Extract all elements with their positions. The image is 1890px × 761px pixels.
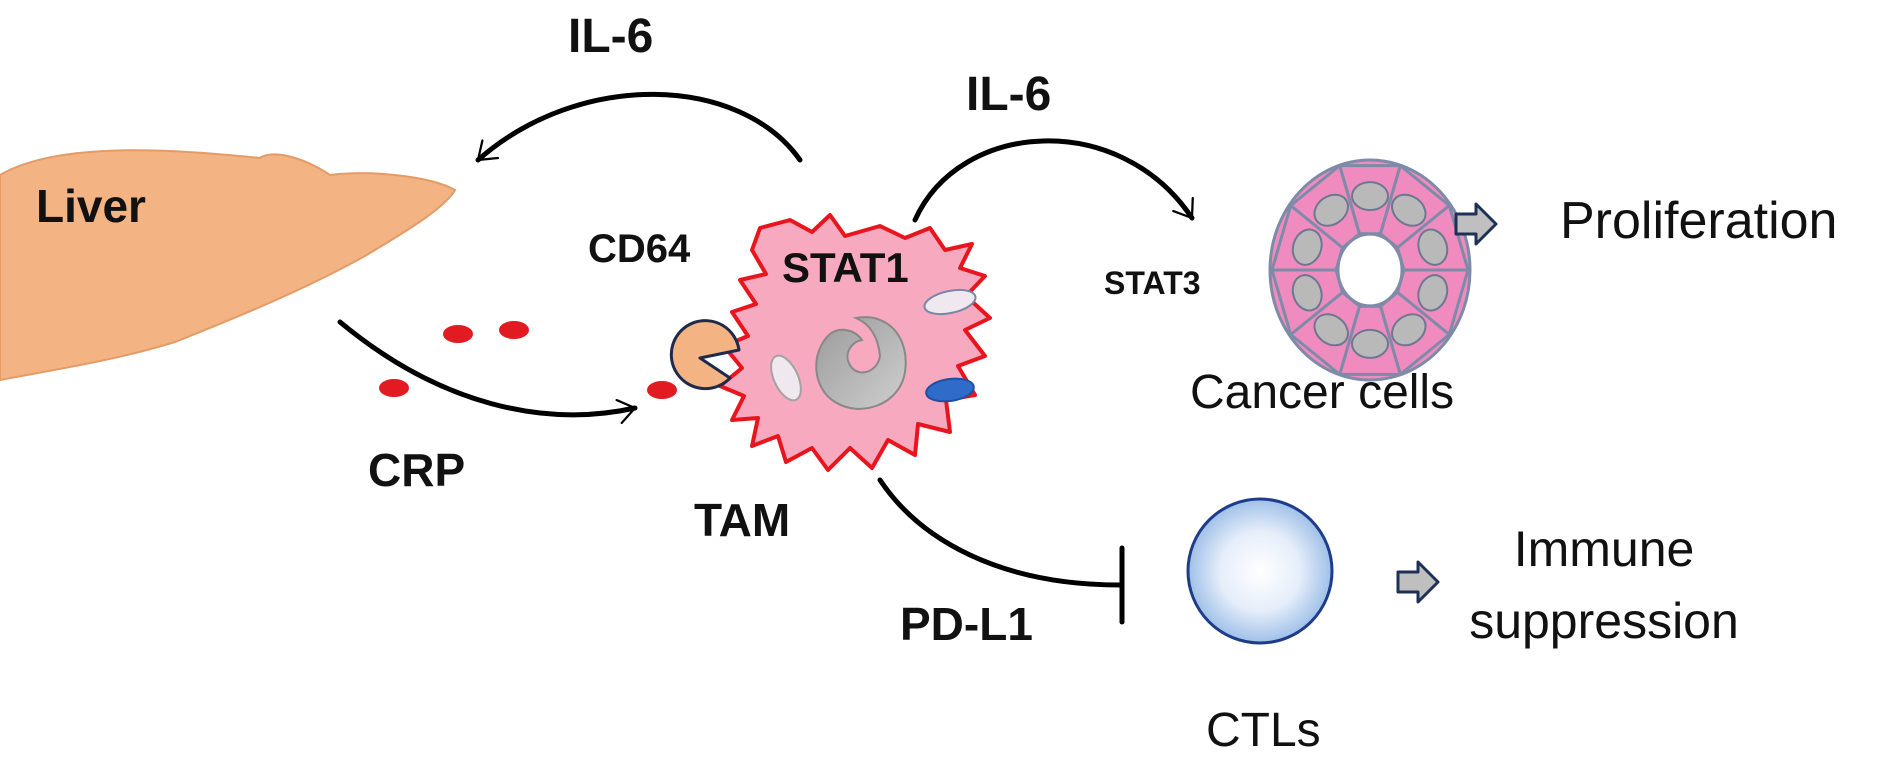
cancer-cell-nucleus xyxy=(1417,274,1449,312)
cancer-cell-nucleus xyxy=(1351,328,1389,359)
il6-to-liver-arrow xyxy=(475,91,803,163)
tam-nucleus xyxy=(815,316,907,410)
crp-dot xyxy=(443,325,473,343)
tam-label: TAM xyxy=(694,494,790,546)
liver-label: Liver xyxy=(36,180,146,232)
cd64-label: CD64 xyxy=(588,227,691,271)
gland-lumen xyxy=(1336,232,1404,308)
cd64-receptor-icon xyxy=(669,319,741,391)
stat1-label: STAT1 xyxy=(782,244,909,291)
proliferation-arrow-icon xyxy=(1454,202,1498,246)
cancer-cell-nucleus xyxy=(1391,193,1427,227)
tam-cell-icon xyxy=(669,213,992,472)
crp-label: CRP xyxy=(368,444,465,496)
pdl1-label: PD-L1 xyxy=(900,598,1033,650)
cancer-cells-icon xyxy=(1268,158,1472,382)
tam-vesicle xyxy=(770,354,802,402)
proliferation-label: Proliferation xyxy=(1560,192,1837,250)
ctls-label: CTLs xyxy=(1206,704,1321,757)
il6-to-cancer-arrow xyxy=(912,138,1195,223)
crp-dots xyxy=(379,321,677,399)
cancer-cell-nucleus xyxy=(1417,228,1449,266)
cancer-cells-label: Cancer cells xyxy=(1190,366,1454,419)
ctl-cell-icon xyxy=(1186,497,1334,645)
stat3-label: STAT3 xyxy=(1104,265,1201,301)
liver-icon xyxy=(0,149,457,382)
crp-dot xyxy=(379,379,409,397)
pdl1-inhibit-line xyxy=(877,477,1123,588)
suppression-arrow-icon xyxy=(1396,560,1440,604)
crp-arrow xyxy=(337,319,638,425)
cancer-cell-nucleus xyxy=(1291,274,1323,312)
suppression-label: suppression xyxy=(1469,593,1739,649)
immune-label: Immune xyxy=(1514,521,1695,577)
tam-vesicle xyxy=(923,288,977,316)
cancer-cell-nucleus xyxy=(1391,313,1427,347)
cancer-cell-nucleus xyxy=(1313,193,1349,227)
cancer-cell-nucleus xyxy=(1351,181,1389,212)
crp-dot xyxy=(647,381,677,399)
tam-vesicle xyxy=(925,377,975,403)
cancer-cell-nucleus xyxy=(1291,228,1323,266)
cancer-cell-nucleus xyxy=(1313,313,1349,347)
il6-liver-label: IL-6 xyxy=(568,10,653,63)
crp-dot xyxy=(499,321,529,339)
il6-cancer-label: IL-6 xyxy=(966,68,1051,121)
